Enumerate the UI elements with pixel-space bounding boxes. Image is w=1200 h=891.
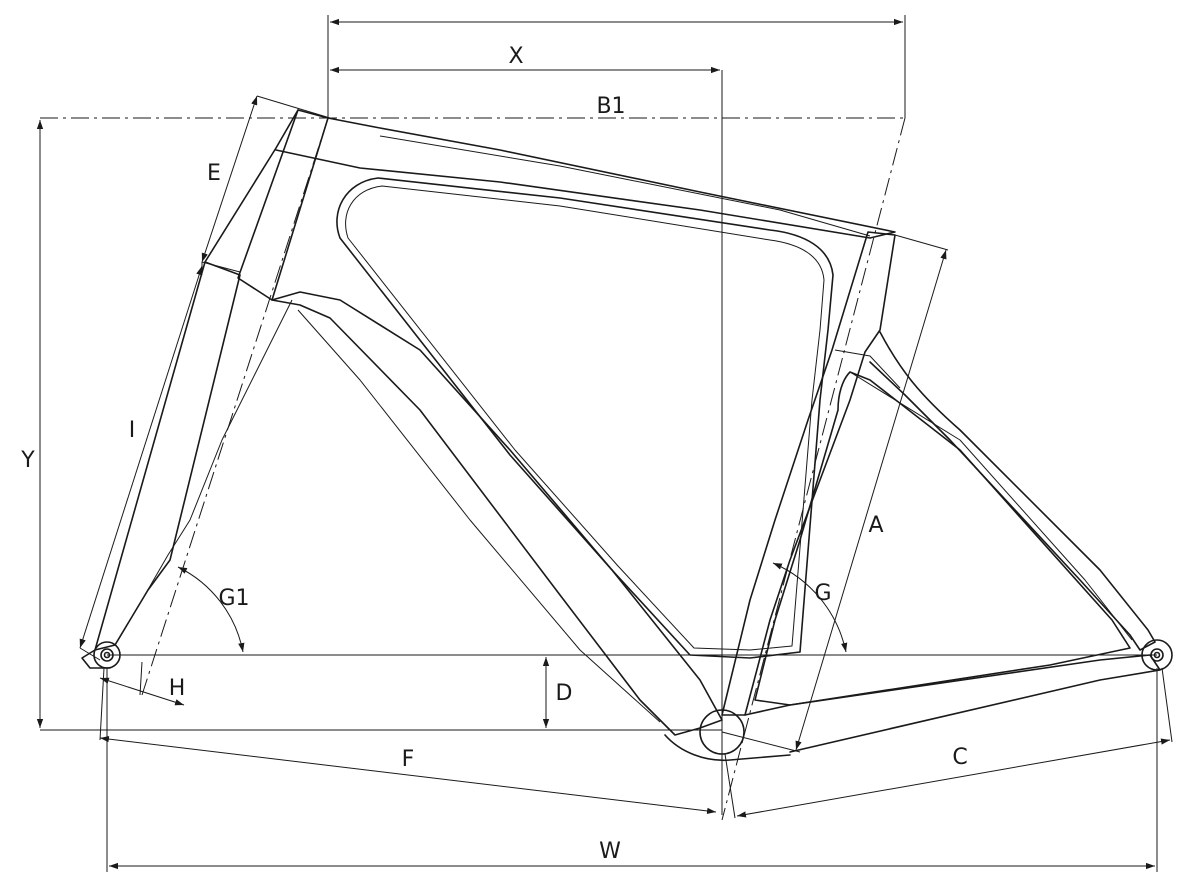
ext-a-top bbox=[894, 234, 949, 251]
down-tube bbox=[271, 291, 723, 736]
label-y: Y bbox=[20, 448, 35, 473]
reference-lines bbox=[40, 15, 1173, 872]
label-b1: B1 bbox=[596, 94, 625, 119]
dim-line-i bbox=[79, 265, 203, 649]
down-tube-edge bbox=[297, 309, 661, 723]
label-c: C bbox=[952, 745, 967, 770]
ext-e-top bbox=[256, 95, 331, 119]
label-i: I bbox=[129, 418, 136, 443]
fork-tip bbox=[81, 649, 111, 669]
main-triangle-window bbox=[336, 177, 834, 659]
top-tube-inner bbox=[379, 135, 871, 237]
dimension-lines bbox=[36, 18, 1171, 870]
ext-a-bottom bbox=[721, 731, 801, 753]
centerlines bbox=[40, 117, 906, 821]
label-w: W bbox=[599, 839, 621, 864]
main-triangle-window-inner bbox=[345, 185, 825, 651]
label-d: D bbox=[556, 681, 573, 706]
label-g: G bbox=[814, 581, 831, 606]
ext-c-right bbox=[1161, 667, 1173, 743]
label-f: F bbox=[402, 747, 415, 772]
seat-tube bbox=[721, 231, 896, 716]
label-a: A bbox=[868, 513, 883, 538]
ext-h-right bbox=[139, 661, 143, 696]
fork-inner-edge bbox=[117, 299, 293, 641]
ext-e-bottom bbox=[201, 261, 241, 273]
dim-line-a bbox=[795, 249, 947, 751]
seat-stay-inner bbox=[849, 371, 1133, 641]
label-x: X bbox=[508, 44, 523, 69]
dim-line-c bbox=[736, 738, 1171, 818]
chain-stay bbox=[744, 654, 1161, 753]
frame-outline bbox=[81, 109, 1173, 762]
dim-line-h bbox=[99, 677, 185, 706]
seat-tube-axis-centerline bbox=[721, 117, 906, 821]
dim-arc-g1 bbox=[177, 566, 245, 653]
dim-arc-g bbox=[772, 562, 848, 653]
label-g1: G1 bbox=[218, 586, 249, 611]
top-tube bbox=[275, 117, 896, 239]
seat-stay bbox=[869, 331, 1156, 651]
ext-i-bottom bbox=[79, 647, 101, 661]
label-h: H bbox=[169, 676, 186, 701]
dimension-labels: X B1 E I Y G1 H D F W C A G bbox=[20, 44, 967, 864]
dim-line-e bbox=[201, 95, 258, 263]
dim-line-f bbox=[99, 735, 717, 815]
bottom-bracket-shell bbox=[664, 734, 791, 762]
head-tube bbox=[237, 109, 329, 301]
ext-c-left bbox=[724, 753, 736, 819]
label-e: E bbox=[207, 161, 221, 186]
